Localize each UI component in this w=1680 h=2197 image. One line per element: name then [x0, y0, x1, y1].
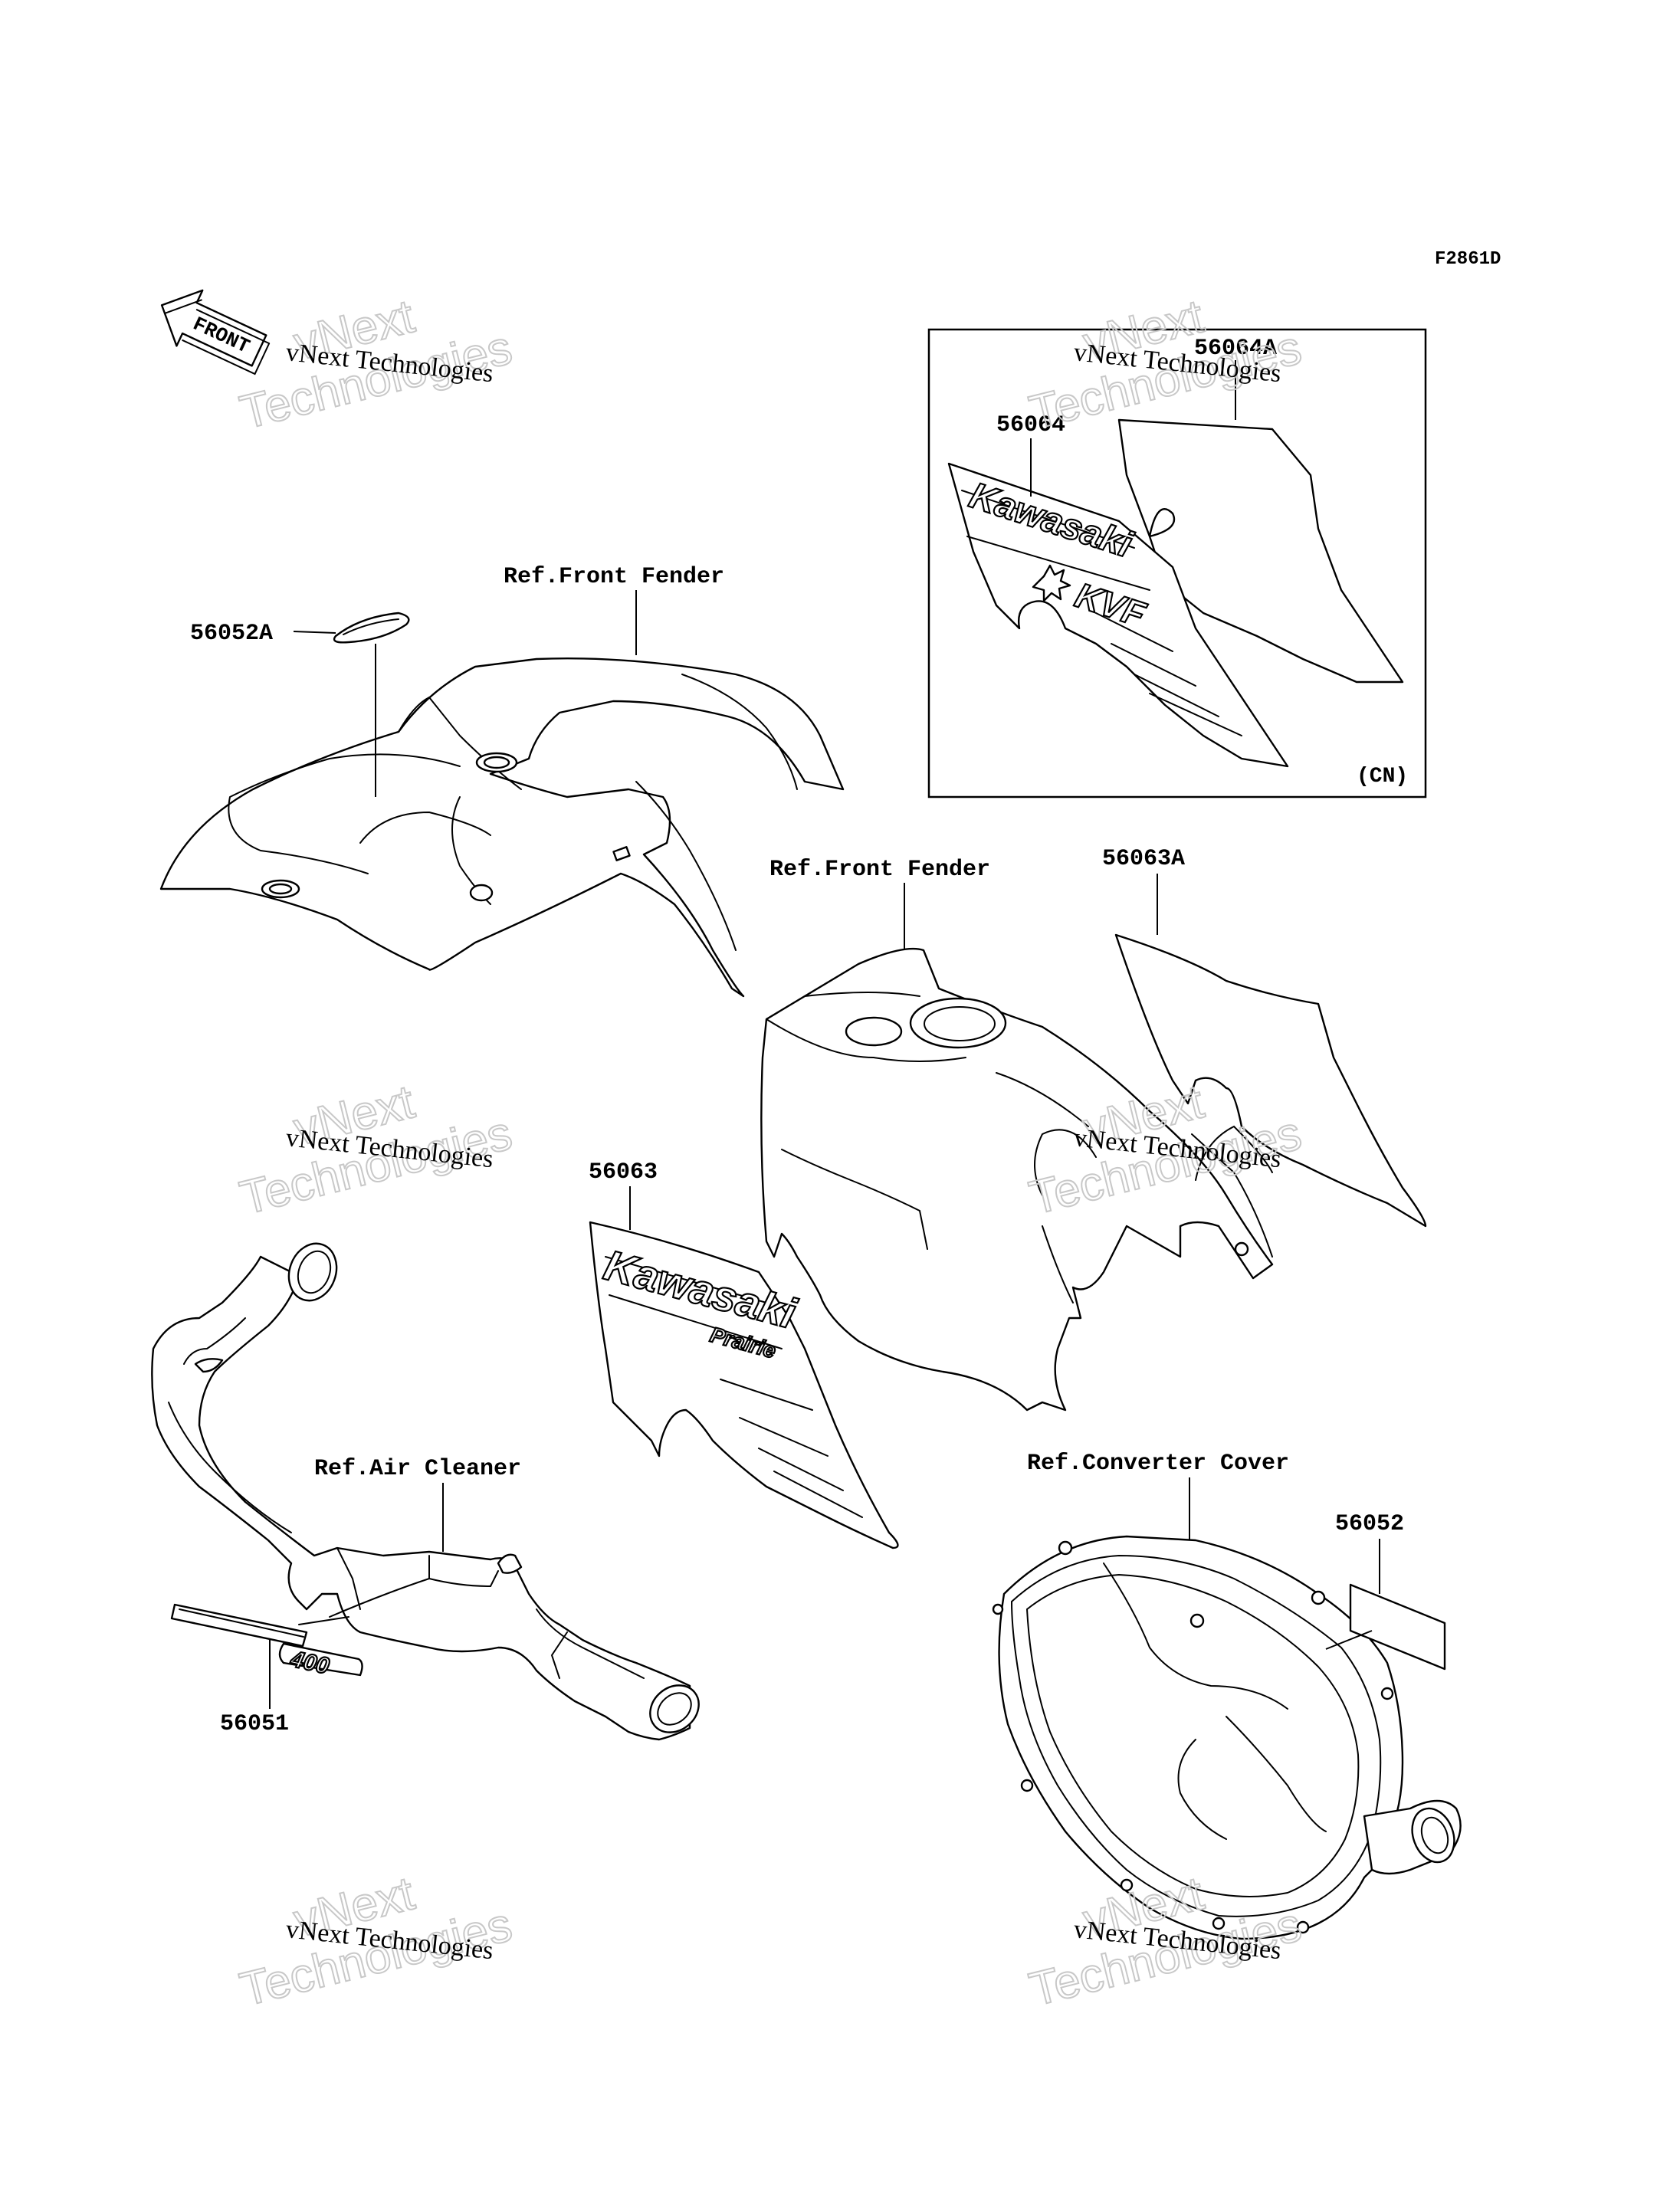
front-arrow-icon: FRONT	[160, 289, 271, 375]
converter-cover	[992, 1535, 1462, 1940]
watermark-1: vNext Technologies vNext Technologies	[235, 289, 518, 440]
label-56064: 56064	[996, 412, 1065, 438]
label-56052a: 56052A	[190, 621, 273, 647]
label-56064a: 56064A	[1194, 336, 1277, 362]
emblem-56052a	[333, 612, 410, 644]
label-56052: 56052	[1335, 1511, 1404, 1537]
cn-region-label: (CN)	[1357, 765, 1408, 789]
air-cleaner-duct	[151, 1242, 700, 1741]
front-fender-top	[159, 657, 845, 998]
leader-56052a	[293, 631, 376, 797]
ref-air-cleaner: Ref.Air Cleaner	[314, 1456, 521, 1482]
ref-converter-cover: Ref.Converter Cover	[1027, 1451, 1289, 1477]
ref-front-fender-top: Ref.Front Fender	[504, 564, 724, 590]
cn-region-box	[927, 328, 1427, 798]
decal-56063a	[1114, 933, 1427, 1228]
maple-leaf-icon	[1032, 564, 1071, 602]
front-fender-mid	[760, 947, 1274, 1412]
leader-56052	[1325, 1539, 1380, 1650]
label-56063a: 56063A	[1102, 846, 1185, 872]
label-56051: 56051	[220, 1711, 289, 1737]
watermark-2: vNext Technologies vNext Technologies	[1024, 289, 1308, 440]
diagram-code: F2861D	[1435, 249, 1501, 270]
watermark-3: vNext Technologies vNext Technologies	[235, 1074, 518, 1225]
decal-56052	[1349, 1583, 1446, 1671]
label-56063: 56063	[589, 1159, 658, 1185]
decal-56064a	[1117, 418, 1404, 684]
watermark-5: vNext Technologies vNext Technologies	[235, 1866, 518, 2017]
decal-56051-size: 400	[288, 1646, 332, 1679]
ref-front-fender-mid: Ref.Front Fender	[769, 857, 990, 883]
